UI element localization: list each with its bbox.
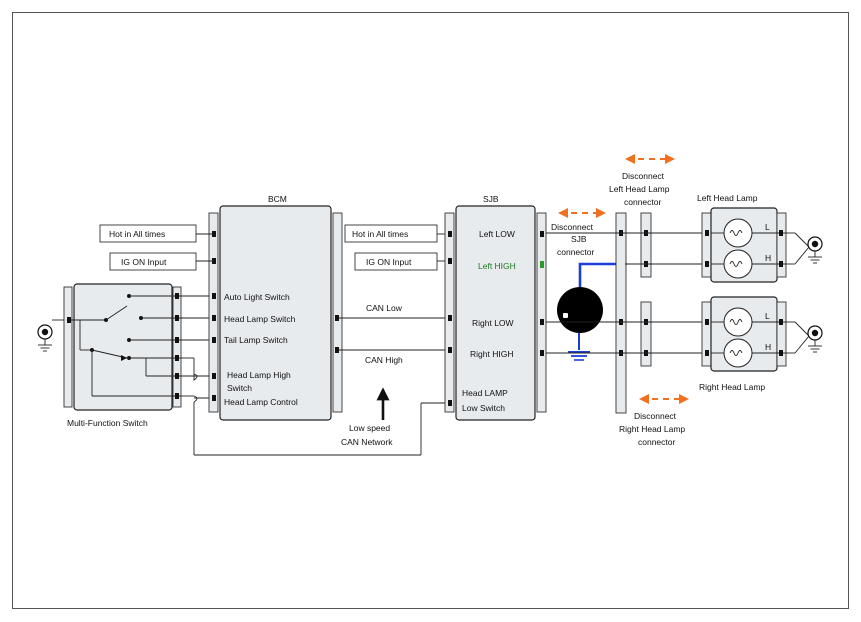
mfs-bcm-wires (179, 295, 449, 456)
left-lamp-high-label: H (765, 253, 771, 263)
multi-function-switch: Multi-Function Switch (37, 283, 182, 428)
disconnect-right-annotation: Disconnect Right Head Lamp connector (619, 394, 689, 447)
sjb-inputs: Hot in All times IG ON Input (344, 224, 449, 271)
disconnect-left-line-2: Left Head Lamp (609, 184, 670, 194)
can-low-label: CAN Low (366, 303, 403, 313)
right-lamp-low-label: L (765, 311, 770, 321)
ground-wire (578, 262, 623, 287)
disconnect-sjb-line-1: Disconnect (551, 222, 594, 232)
can-network-label-2: CAN Network (341, 437, 393, 447)
sjb-pin-left-high: Left HIGH (478, 261, 516, 271)
disconnect-right-line-2: Right Head Lamp (619, 424, 685, 434)
left-head-lamp-title: Left Head Lamp (697, 193, 758, 203)
right-lamp-high-label: H (765, 342, 771, 352)
bcm-pin-head-lamp-high: Head Lamp High (227, 370, 291, 380)
disconnect-left-annotation: Disconnect Left Head Lamp connector (609, 154, 675, 207)
ground-junction-icon (557, 287, 603, 333)
sjb-left-high-pin (540, 261, 544, 268)
disconnect-sjb-line-2: SJB (571, 234, 587, 244)
left-lamp-low-label: L (765, 222, 770, 232)
sjb-title: SJB (483, 194, 499, 204)
sjb-input-ig: IG ON Input (366, 257, 412, 267)
bcm-input-hot: Hot in All times (109, 229, 165, 239)
disconnect-right-line-3: connector (638, 437, 675, 447)
bcm-pin-head-lamp-high-switch: Switch (227, 383, 252, 393)
can-bus: CAN Low CAN High Low speed CAN Network (339, 303, 449, 447)
sjb-module: SJB Left LOW Left HIGH Right LOW Right H… (444, 194, 547, 421)
bcm-title: BCM (268, 194, 287, 204)
can-network-label-1: Low speed (349, 423, 390, 433)
bcm-pin-head-lamp: Head Lamp Switch (224, 314, 296, 324)
can-high-label: CAN High (365, 355, 403, 365)
sjb-pin-right-low: Right LOW (472, 318, 514, 328)
disconnect-sjb-annotation: Disconnect SJB connector (551, 208, 606, 257)
lamp-connector-strips (546, 212, 706, 414)
sjb-pin-head-lamp-low-1: Head LAMP (462, 388, 508, 398)
disconnect-left-line-3: connector (624, 197, 661, 207)
disconnect-sjb-line-3: connector (557, 247, 594, 257)
bcm-pin-tail-lamp: Tail Lamp Switch (224, 335, 288, 345)
bcm-module: BCM Auto Light Switch Head Lamp Switch T… (208, 194, 343, 421)
bcm-input-ig: IG ON Input (121, 257, 167, 267)
sjb-pin-left-low: Left LOW (479, 229, 515, 239)
sjb-pin-head-lamp-low-2: Low Switch (462, 403, 505, 413)
right-head-lamp: L H Right Head Lamp (699, 296, 823, 392)
bcm-pin-auto-light: Auto Light Switch (224, 292, 290, 302)
disconnect-left-line-1: Disconnect (622, 171, 665, 181)
bcm-inputs: Hot in All times IG ON Input (99, 224, 213, 271)
bcm-pin-head-lamp-control: Head Lamp Control (224, 397, 298, 407)
disconnect-right-line-1: Disconnect (634, 411, 677, 421)
sjb-pin-right-high: Right HIGH (470, 349, 513, 359)
multi-function-switch-title: Multi-Function Switch (67, 418, 148, 428)
right-head-lamp-title: Right Head Lamp (699, 382, 765, 392)
left-head-lamp: Left Head Lamp L H (697, 193, 823, 283)
sjb-input-hot: Hot in All times (352, 229, 408, 239)
